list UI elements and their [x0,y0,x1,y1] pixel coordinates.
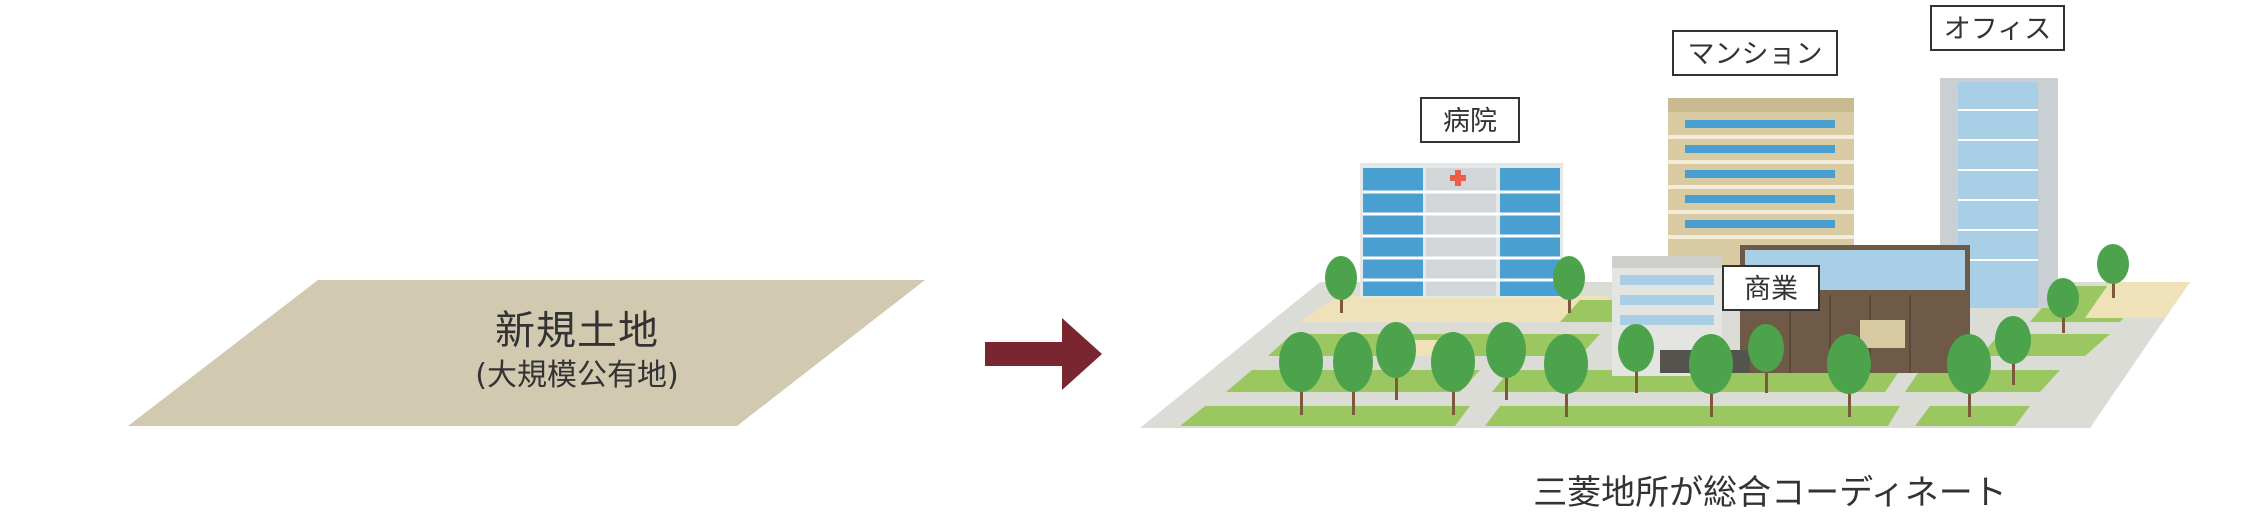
label-hospital: 病院 [1420,97,1520,143]
caption: 三菱地所が総合コーディネート [1533,473,2007,513]
tree [1947,334,1991,417]
tree [1325,256,1357,313]
tree [1748,324,1784,393]
tree [1553,256,1585,313]
hospital-cross-icon [1450,170,1466,186]
tree [1333,332,1373,415]
arrow-right-icon [985,318,1102,390]
hospital-building [1360,163,1563,298]
tree [1486,322,1526,400]
label-commerce: 商業 [1722,265,1820,311]
trees [1279,244,2129,417]
tree [1544,334,1588,417]
tree [1431,332,1475,415]
land-subtitle: (大規模公有地) [475,358,679,393]
tree [2097,244,2129,298]
tree [1689,334,1733,417]
land-title: 新規土地 [495,308,659,354]
mansion-building [1668,98,1854,268]
tree [1618,324,1654,393]
tree [1995,316,2031,385]
tree [1376,322,1416,400]
new-land-parcel [128,280,925,426]
label-office: オフィス [1930,5,2065,51]
tree [1827,334,1871,417]
tree [2047,278,2079,333]
label-mansion: マンション [1672,30,1838,76]
tree [1279,332,1323,415]
